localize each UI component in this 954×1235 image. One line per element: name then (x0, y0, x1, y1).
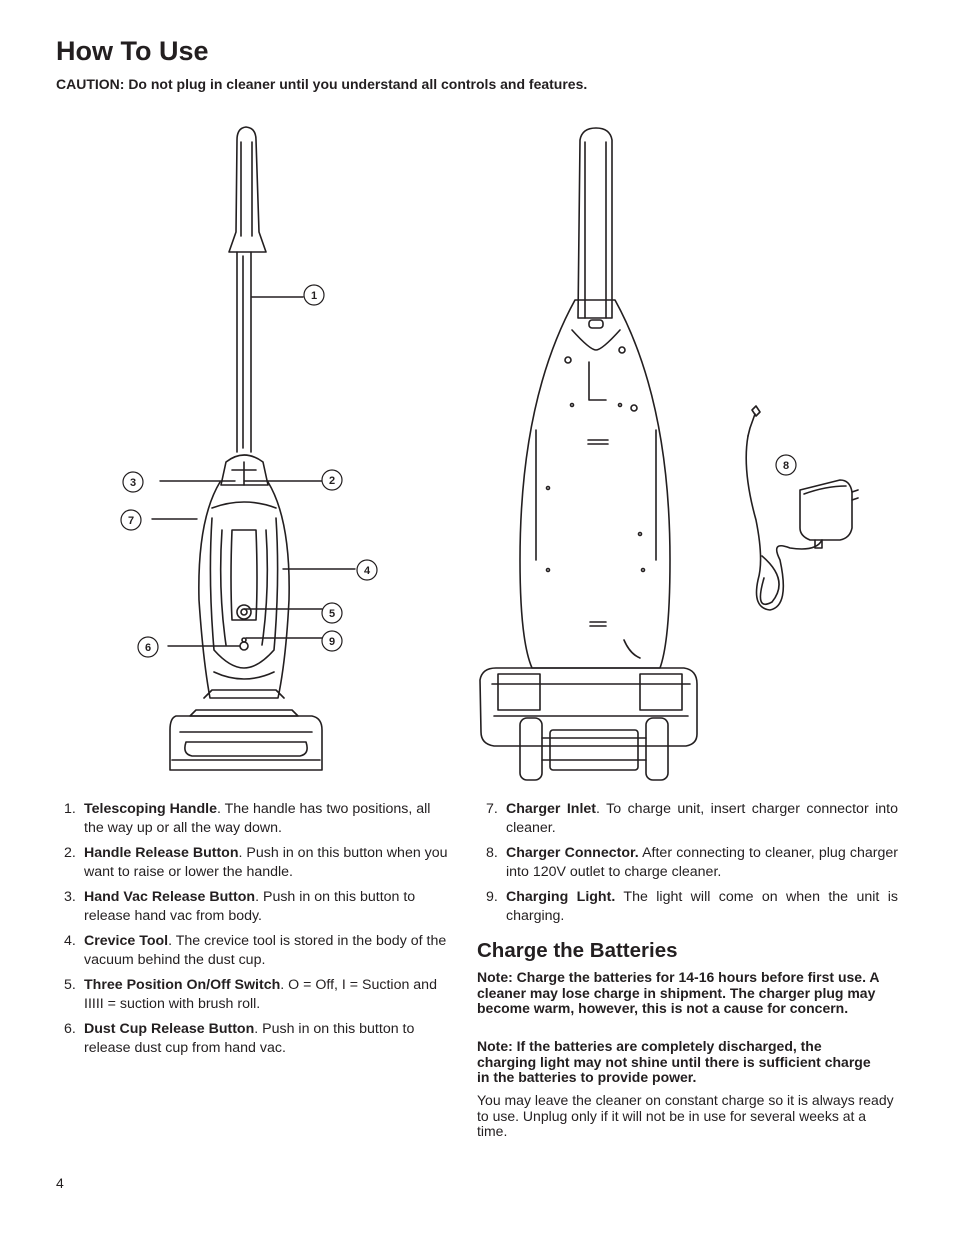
features-list-right: 7. Charger Inlet. To charge unit, insert … (478, 800, 898, 932)
callout-6: 6 (137, 636, 159, 658)
feature-term: Telescoping Handle (84, 801, 217, 817)
feature-term: Handle Release Button (84, 845, 239, 861)
feature-description: . To charge unit, insert charger connect… (506, 801, 898, 836)
feature-number: 2. (64, 845, 76, 861)
charge-constant-paragraph: You may leave the cleaner on constant ch… (477, 1092, 894, 1139)
charge-note-discharged: Note: If the batteries are completely di… (477, 1038, 871, 1085)
callout-circle (137, 636, 159, 658)
callout-circle (321, 469, 343, 491)
feature-item: 4. Crevice Tool. The crevice tool is stor… (56, 932, 450, 970)
callout-number: 9 (329, 636, 335, 648)
callout-9: 9 (321, 630, 343, 652)
caution-text: CAUTION: Do not plug in cleaner until yo… (56, 76, 588, 92)
feature-item: 5. Three Position On/Off Switch. O = Off,… (56, 976, 450, 1014)
feature-number: 3. (64, 889, 76, 905)
callout-circle (321, 630, 343, 652)
feature-item: 6. Dust Cup Release Button. Push in on th… (56, 1020, 450, 1058)
feature-term: Dust Cup Release Button (84, 1021, 255, 1037)
callout-8: 8 (775, 454, 797, 476)
feature-number: 5. (64, 977, 76, 993)
callout-number: 5 (329, 608, 335, 620)
callout-2: 2 (321, 469, 343, 491)
feature-term: Charger Inlet (506, 801, 597, 817)
callout-1: 1 (303, 284, 325, 306)
callout-3: 3 (122, 471, 144, 493)
callout-circle (356, 559, 378, 581)
features-list-left: 1. Telescoping Handle. The handle has two… (56, 800, 450, 1064)
callout-4: 4 (356, 559, 378, 581)
feature-description: . O = Off, I = Suction and IIIII = sucti… (84, 977, 437, 1012)
feature-description: . Push in on this button when you want t… (84, 845, 448, 880)
callout-number: 1 (311, 290, 317, 302)
feature-description: After connecting to cleaner, plug charge… (506, 845, 898, 880)
feature-description: . The crevice tool is stored in the body… (84, 933, 447, 968)
callout-5: 5 (321, 602, 343, 624)
charge-note-first-use: Note: Charge the batteries for 14-16 hou… (477, 969, 879, 1016)
feature-item: 2. Handle Release Button. Push in on this… (56, 844, 450, 882)
callout-number: 4 (364, 565, 371, 577)
feature-item: 9. Charging Light. The light will come on… (478, 888, 898, 926)
feature-item: 7. Charger Inlet. To charge unit, insert … (478, 800, 898, 838)
feature-term: Crevice Tool (84, 933, 169, 949)
feature-term: Charging Light. (506, 889, 616, 905)
feature-description: The light will come on when the unit is … (506, 889, 898, 924)
callout-number: 6 (145, 642, 151, 654)
feature-item: 3. Hand Vac Release Button. Push in on th… (56, 888, 450, 926)
feature-number: 1. (64, 801, 76, 817)
callout-number: 2 (329, 475, 335, 487)
feature-description: . The handle has two positions, all the … (84, 801, 431, 836)
feature-number: 8. (486, 845, 498, 861)
feature-term: Charger Connector. (506, 845, 639, 861)
callout-circle (321, 602, 343, 624)
feature-item: 1. Telescoping Handle. The handle has two… (56, 800, 450, 838)
feature-term: Hand Vac Release Button (84, 889, 256, 905)
charge-batteries-heading: Charge the Batteries (477, 939, 678, 962)
feature-item: 8. Charger Connector. After connecting to… (478, 844, 898, 882)
callout-circle (122, 471, 144, 493)
vacuum-diagram: 1 2 3 4 5 6 7 8 9 (120, 126, 859, 781)
feature-number: 9. (486, 889, 498, 905)
callout-leader-lines (151, 296, 356, 647)
feature-description: . Push in on this button to release hand… (84, 889, 416, 924)
callout-circle (120, 509, 142, 531)
callout-number: 3 (130, 477, 136, 489)
rear-view-vacuum-drawing (479, 127, 698, 781)
feature-description: . Push in on this button to release dust… (84, 1021, 415, 1056)
feature-term: Three Position On/Off Switch (84, 977, 281, 993)
callout-number: 8 (783, 460, 789, 472)
feature-number: 6. (64, 1021, 76, 1037)
callout-number: 7 (128, 515, 134, 527)
front-view-vacuum-drawing (169, 126, 323, 771)
callout-7: 7 (120, 509, 142, 531)
feature-number: 4. (64, 933, 76, 949)
callout-bubbles: 1 2 3 4 5 6 7 8 9 (120, 284, 797, 658)
callout-circle (303, 284, 325, 306)
page-title: How To Use (56, 36, 209, 66)
charger-drawing (745, 405, 859, 611)
feature-number: 7. (486, 801, 498, 817)
page-number: 4 (56, 1175, 64, 1191)
callout-circle (775, 454, 797, 476)
